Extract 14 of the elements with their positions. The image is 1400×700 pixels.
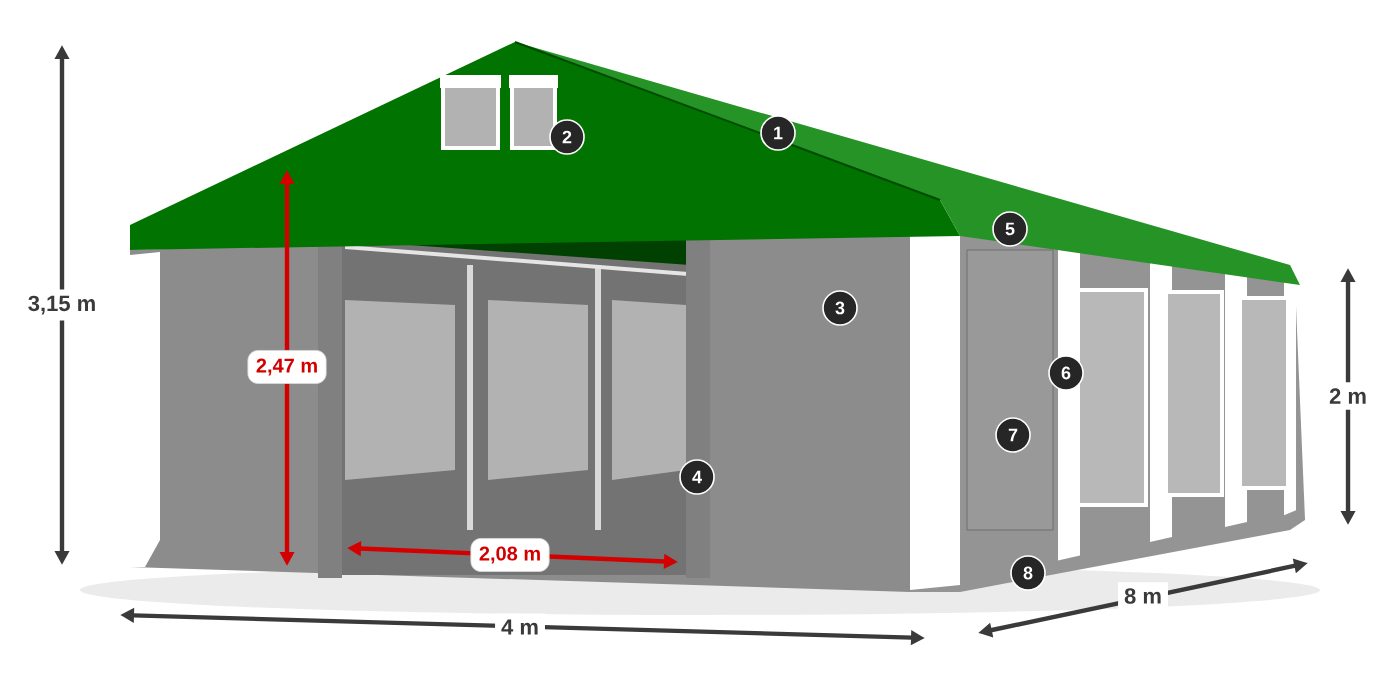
callout-number: 1 [760, 115, 796, 151]
dimension-label: 2,47 m [247, 350, 327, 384]
callout-number: 6 [1048, 355, 1084, 391]
dimension-label: 2,08 m [470, 538, 550, 572]
callout-number: 8 [1010, 555, 1046, 591]
callout-number: 3 [822, 290, 858, 326]
callout-number: 7 [995, 417, 1031, 453]
dimension-label: 3,15 m [21, 289, 103, 321]
callout-number: 4 [679, 459, 715, 495]
callout-number: 2 [549, 119, 585, 155]
dimension-label: 8 m [1118, 582, 1168, 610]
dimension-label: 4 m [495, 613, 545, 641]
dimension-label: 2 m [1323, 382, 1373, 410]
callout-number: 5 [992, 211, 1028, 247]
